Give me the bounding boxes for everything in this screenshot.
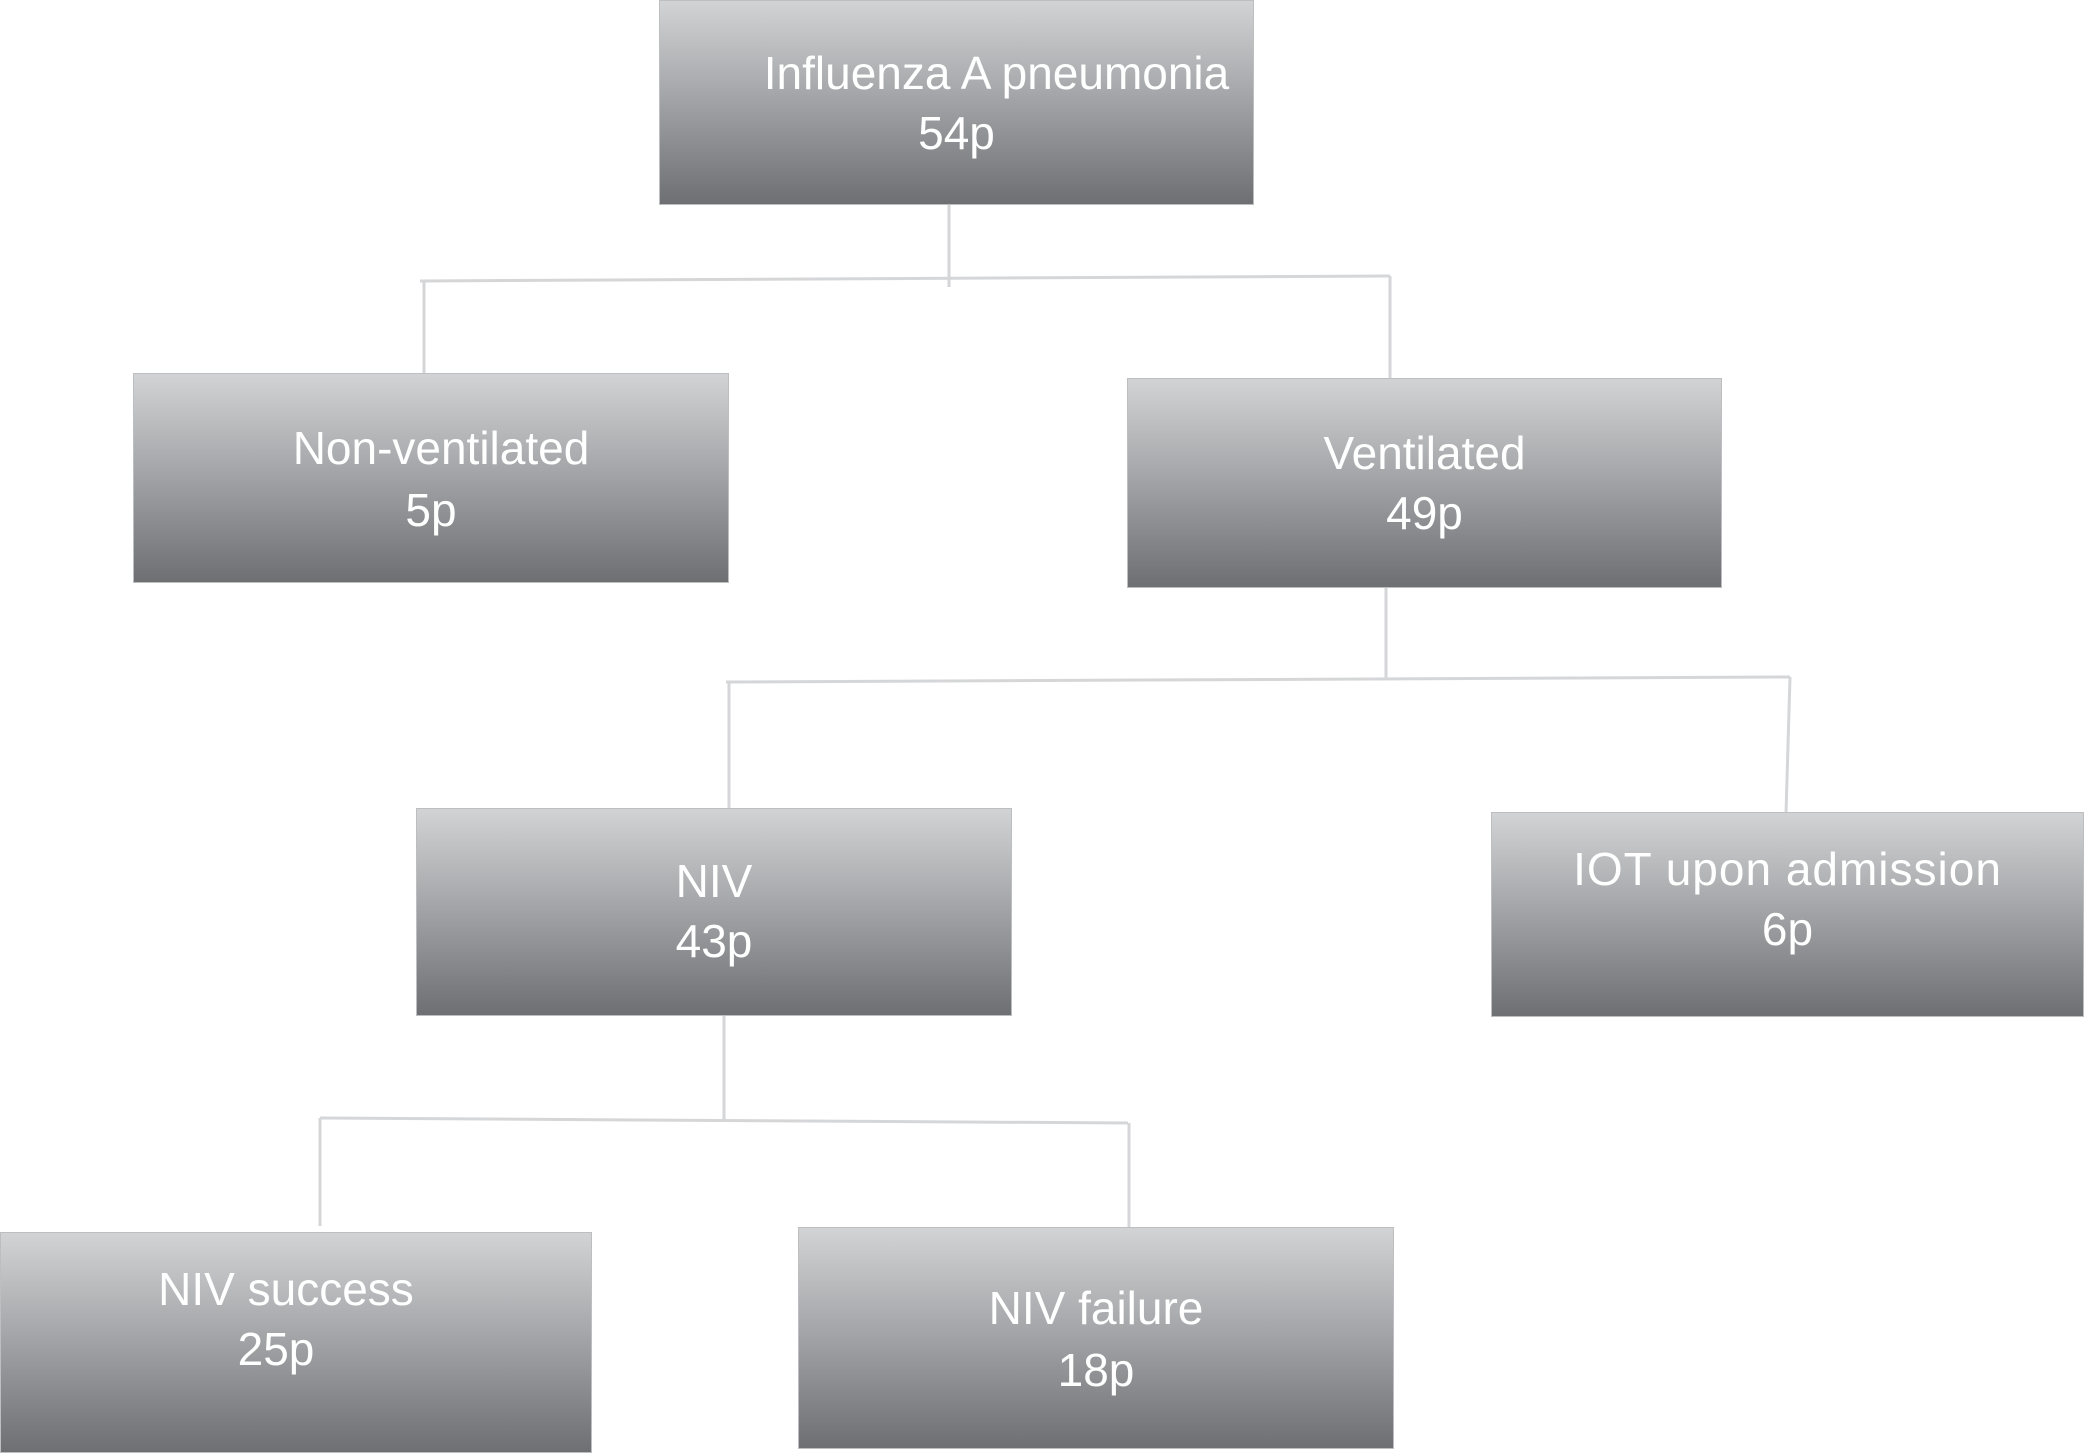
node-label: NIV [675,855,753,907]
node-label: NIV success [158,1263,414,1315]
node-count: 5p [405,484,457,536]
node-influenza-a-pneumonia: Influenza A pneumonia 54p [659,0,1254,205]
node-ventilated: Ventilated 49p [1127,378,1722,588]
node-count: 49p [1386,487,1463,539]
node-label: NIV failure [988,1282,1204,1334]
node-label: Non-ventilated [292,422,590,474]
node-count: 25p [237,1323,315,1375]
node-niv-failure: NIV failure 18p [798,1227,1394,1449]
node-count: 54p [918,107,995,159]
node-label: Ventilated [1323,427,1526,479]
connector-root-bar [419,274,1391,283]
connector-niv-bar [319,1116,1129,1125]
node-niv: NIV 43p [416,808,1012,1016]
node-label: IOT upon admission [1573,843,2002,895]
node-niv-success: NIV success 25p [0,1232,592,1453]
connector-ventilated-bar [725,675,1791,684]
node-iot-upon-admission: IOT upon admission 6p [1491,812,2084,1017]
node-label: Influenza A pneumonia [763,47,1230,99]
node-count: 6p [1761,903,1814,955]
connector-to-iot [1784,676,1792,815]
node-non-ventilated: Non-ventilated 5p [133,373,729,583]
node-count: 18p [1057,1344,1135,1396]
node-count: 43p [675,915,753,967]
